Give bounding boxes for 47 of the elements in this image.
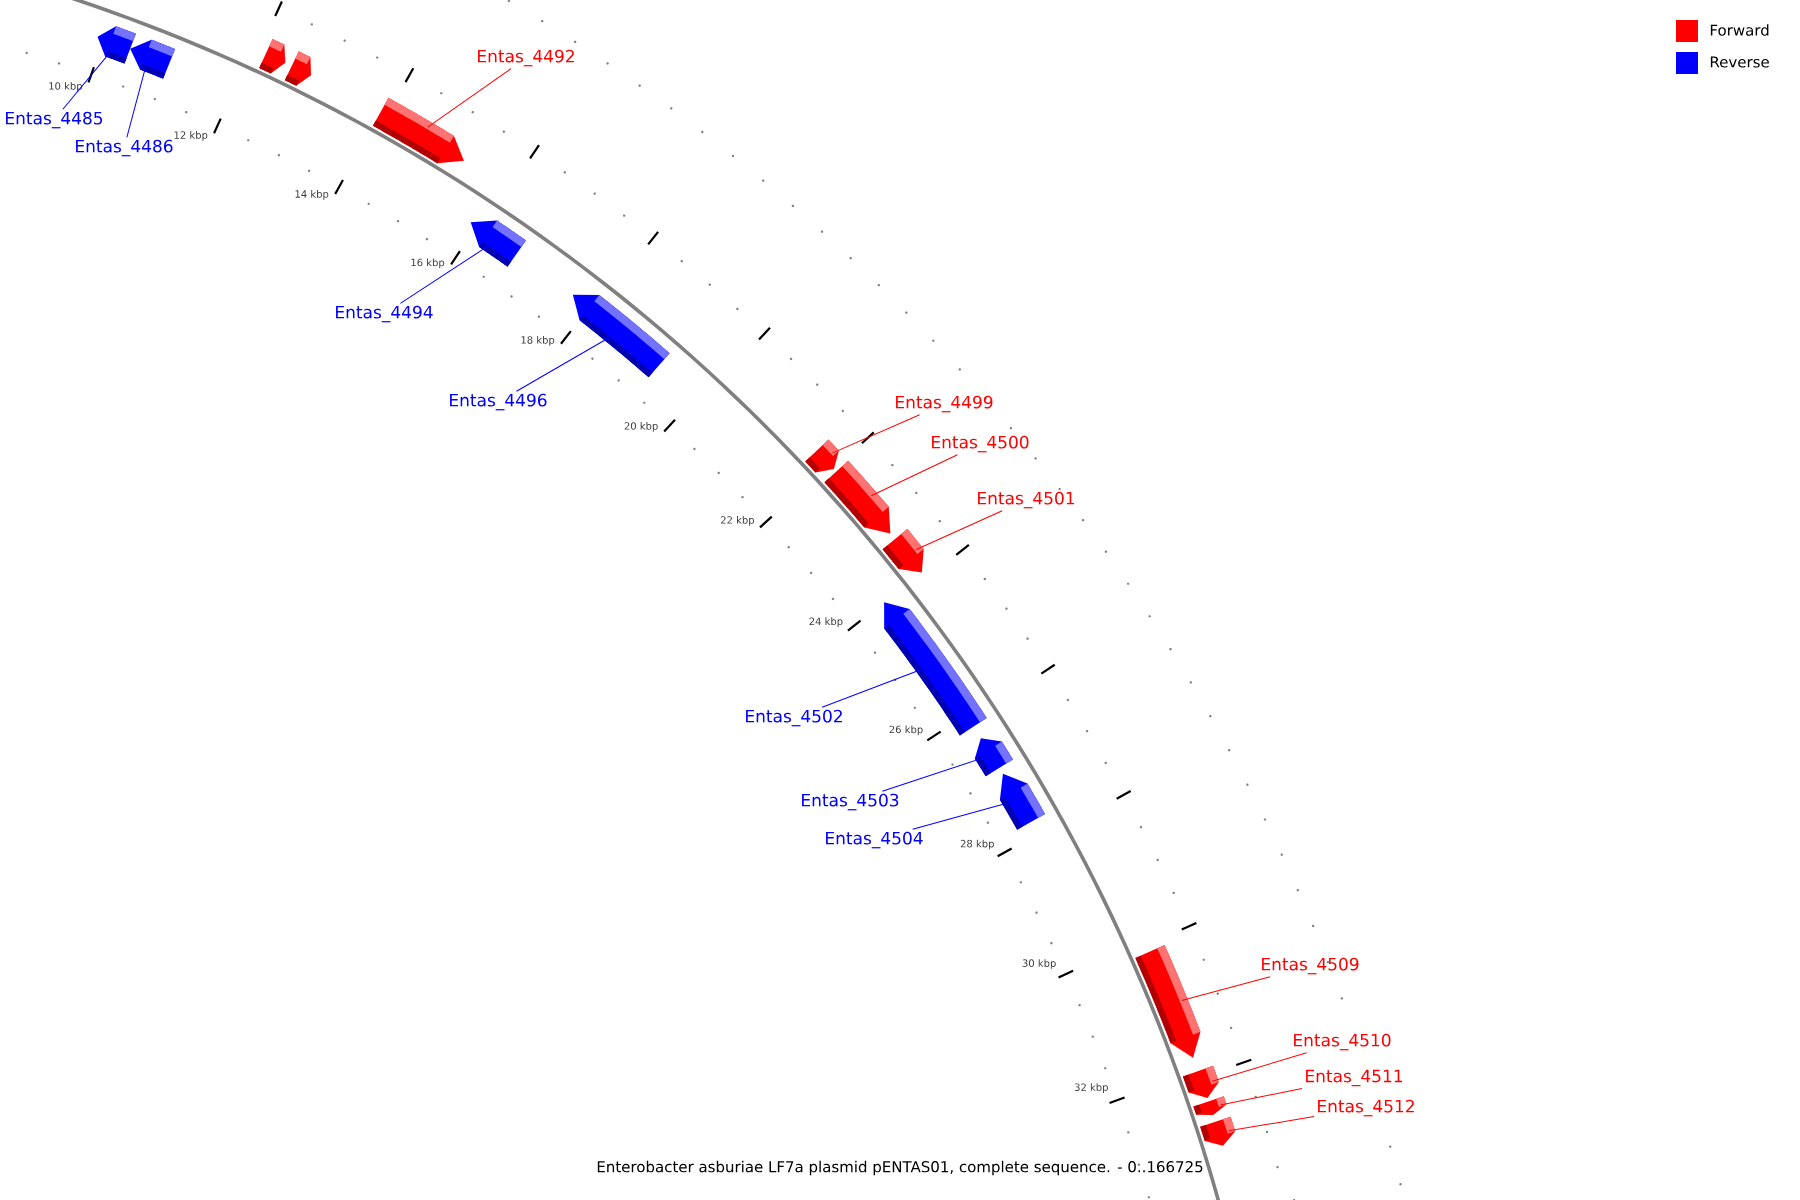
gene-label: Entas_4496: [450, 393, 547, 411]
gene-block: [130, 39, 176, 79]
leader-line: [126, 64, 147, 138]
gene-block: [805, 439, 839, 473]
gene-block: [372, 97, 464, 164]
leader-line: [427, 68, 512, 128]
gene-label: Entas_4500: [932, 435, 1029, 453]
gene-label: Entas_4486: [76, 139, 173, 157]
leader-line: [870, 454, 958, 497]
leader-line: [832, 414, 921, 454]
gene-label: Entas_4504: [826, 831, 923, 849]
gene-label: Entas_4499: [896, 395, 993, 413]
gene-block: [97, 26, 136, 64]
leader-line: [516, 336, 611, 392]
leader-line: [912, 802, 1010, 830]
gene-label: Entas_4502: [746, 709, 842, 727]
gene-label: Entas_4509: [1262, 957, 1359, 975]
gene-block: [470, 220, 526, 267]
gene-block: [572, 294, 670, 378]
leader-line: [1219, 1088, 1303, 1106]
gene-block: [999, 773, 1046, 830]
gene-block: [884, 602, 987, 736]
leader-line: [399, 245, 489, 304]
gene-block: [1135, 945, 1201, 1058]
leader-line: [1211, 1052, 1308, 1082]
gene-block: [824, 460, 891, 534]
gene-block: [259, 39, 286, 74]
gene-label: Entas_4511: [1306, 1069, 1403, 1087]
leader-line: [915, 510, 1003, 550]
gene-label: Entas_4485: [6, 111, 103, 129]
gene-block: [284, 51, 312, 86]
gene-label: Entas_4510: [1294, 1033, 1391, 1051]
gene-block: [1193, 1096, 1227, 1116]
gene-block: [1182, 1065, 1219, 1099]
gene-label: Entas_4492: [478, 49, 574, 67]
gene-block: [974, 738, 1013, 777]
gene-label: Entas_4503: [802, 793, 899, 811]
gene-block: [1200, 1116, 1236, 1146]
leader-line: [62, 51, 111, 110]
leader-line: [1181, 976, 1271, 1001]
gene-label: Entas_4512: [1318, 1099, 1414, 1117]
gene-label: Entas_4501: [978, 491, 1075, 509]
leader-line: [881, 757, 983, 792]
gene-label: Entas_4494: [336, 305, 433, 323]
gene-block: [882, 528, 924, 573]
leader-line: [1228, 1116, 1315, 1132]
leader-line: [821, 668, 923, 708]
